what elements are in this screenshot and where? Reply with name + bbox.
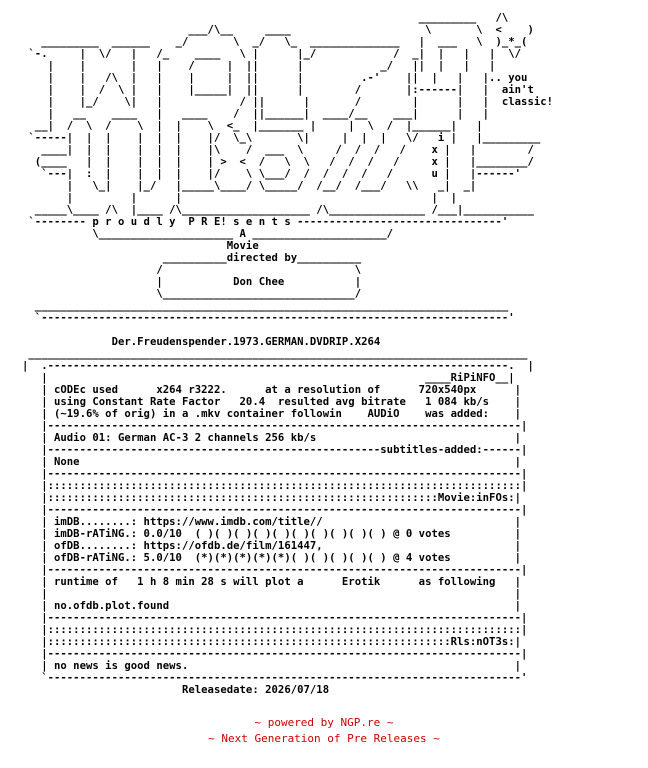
nfo-line: | | | | / | || | _/ || | | | [22, 60, 547, 72]
nfo-line: \_____________________ A _______________… [22, 228, 534, 240]
nfo-line: Der.Freudenspender.1973.GERMAN.DVDRIP.X2… [22, 336, 381, 348]
nfo-line: |:::::::::::::::::::::::::::::::::::::::… [22, 492, 534, 504]
nfo-line: |---------------------------------------… [22, 564, 541, 576]
nfo-line: _________ /\ [22, 12, 541, 24]
nfo-line: ____| | | | | | |\ / ___ \ / / / / x | |… [22, 144, 534, 156]
nfo-line: | using Constant Rate Factor 20.4 result… [22, 396, 534, 408]
nfo-line: |---------------------------------------… [22, 504, 541, 516]
nfo-line: |---------------------------------------… [22, 648, 541, 660]
nfo-line: | Don Chee | [22, 276, 528, 288]
nfo-line: | | /\ | | | | || | .-' || | | |.. you [22, 72, 547, 84]
nfo-line: | | / \ | | |_____| || | / |:------| | a… [22, 84, 547, 96]
nfo-line: `---| : | | | | |/ \ \___/ / / / / / u |… [22, 168, 541, 180]
nfo-line: _____\____ /\ |____ /\__________________… [22, 204, 534, 216]
nfo-line: | ____RiPiNFO__| [22, 372, 528, 384]
nfo-line: ________________________________________… [22, 348, 528, 360]
nfo-line: Releasedate: 2026/07/18 [22, 684, 330, 696]
nfo-line: `---------------------------------------… [22, 312, 534, 324]
nfo-line: `---------------------------------------… [22, 672, 541, 684]
nfo-line [22, 324, 553, 336]
nfo-line: \______________________________/ [22, 288, 528, 300]
nfo-line: | ofDB........: https://ofdb.de/film/161… [22, 540, 534, 552]
nfo-line: |---------------------------------------… [22, 444, 541, 456]
nfo-line: | imDB-rATiNG.: 0.0/10 ( )( )( )( )( )( … [22, 528, 534, 540]
nfo-line: | cODEc used x264 r3222. at a resolution… [22, 384, 534, 396]
tagline-text: ~ Next Generation of Pre Releases ~ [208, 732, 440, 745]
nfo-line: `-. | \/ | /_ ____ \ | |_/ / _| | | | \/ [22, 48, 547, 60]
nfo-line: ___/\__ ____ \ \ < ) [22, 24, 547, 36]
nfo-line: | None | [22, 456, 534, 468]
nfo-line: | no news is good news. | [22, 660, 534, 672]
nfo-line: ________________________________________… [22, 300, 534, 312]
nfo-ascii-art: _________ /\ ___/\__ ____ \ \ < ) ______… [22, 12, 553, 696]
nfo-line: | (~19.6% of orig) in a .mkv container f… [22, 408, 534, 420]
nfo-line: `-------- p r o u d l y P R E! s e n t s… [22, 216, 509, 228]
nfo-line: | no.ofdb.plot.found | [22, 600, 534, 612]
nfo-line: Movie [22, 240, 534, 252]
nfo-line: `-----| | | | | | |/ \_\ \| | | | \/ i |… [22, 132, 541, 144]
nfo-line: | runtime of 1 h 8 min 28 s will plot a … [22, 576, 534, 588]
nfo-line: / \ [22, 264, 528, 276]
powered-by-text: ~ powered by NGP.re ~ [254, 716, 394, 729]
nfo-line: | __ ____ | ____ / ||______| ____/__ ___… [22, 108, 554, 120]
nfo-line: | .-------------------------------------… [22, 360, 534, 372]
nfo-line: |:::::::::::::::::::::::::::::::::::::::… [22, 480, 541, 492]
nfo-line: |---------------------------------------… [22, 612, 541, 624]
nfo-line: |:::::::::::::::::::::::::::::::::::::::… [22, 636, 534, 648]
nfo-line: (____ | | | | | | > < / \ \ / / / / x | … [22, 156, 541, 168]
nfo-line: | | [22, 588, 534, 600]
nfo-line: |---------------------------------------… [22, 420, 541, 432]
nfo-line: | | | | | [22, 192, 541, 204]
nfo-line: __________directed by__________ [22, 252, 534, 264]
nfo-line: __| / \ / \ | | \ <_ |_______ | | \ / |_… [22, 120, 547, 132]
nfo-line: _________ ______ _/ \ _/ \_ ____________… [22, 36, 547, 48]
nfo-line: | Audio 01: German AC-3 2 channels 256 k… [22, 432, 534, 444]
nfo-line: | ofDB-rATiNG.: 5.0/10 (*)(*)(*)(*)(*)( … [22, 552, 534, 564]
nfo-line: | |_/ \| | / || | / | | | classic! [22, 96, 554, 108]
nfo-line: | \_| |_/ |_____\____/ \_____/ /__/ /___… [22, 180, 541, 192]
nfo-line: | imDB........: https://www.imdb.com/tit… [22, 516, 534, 528]
nfo-line: |---------------------------------------… [22, 468, 541, 480]
nfo-line: |:::::::::::::::::::::::::::::::::::::::… [22, 624, 541, 636]
